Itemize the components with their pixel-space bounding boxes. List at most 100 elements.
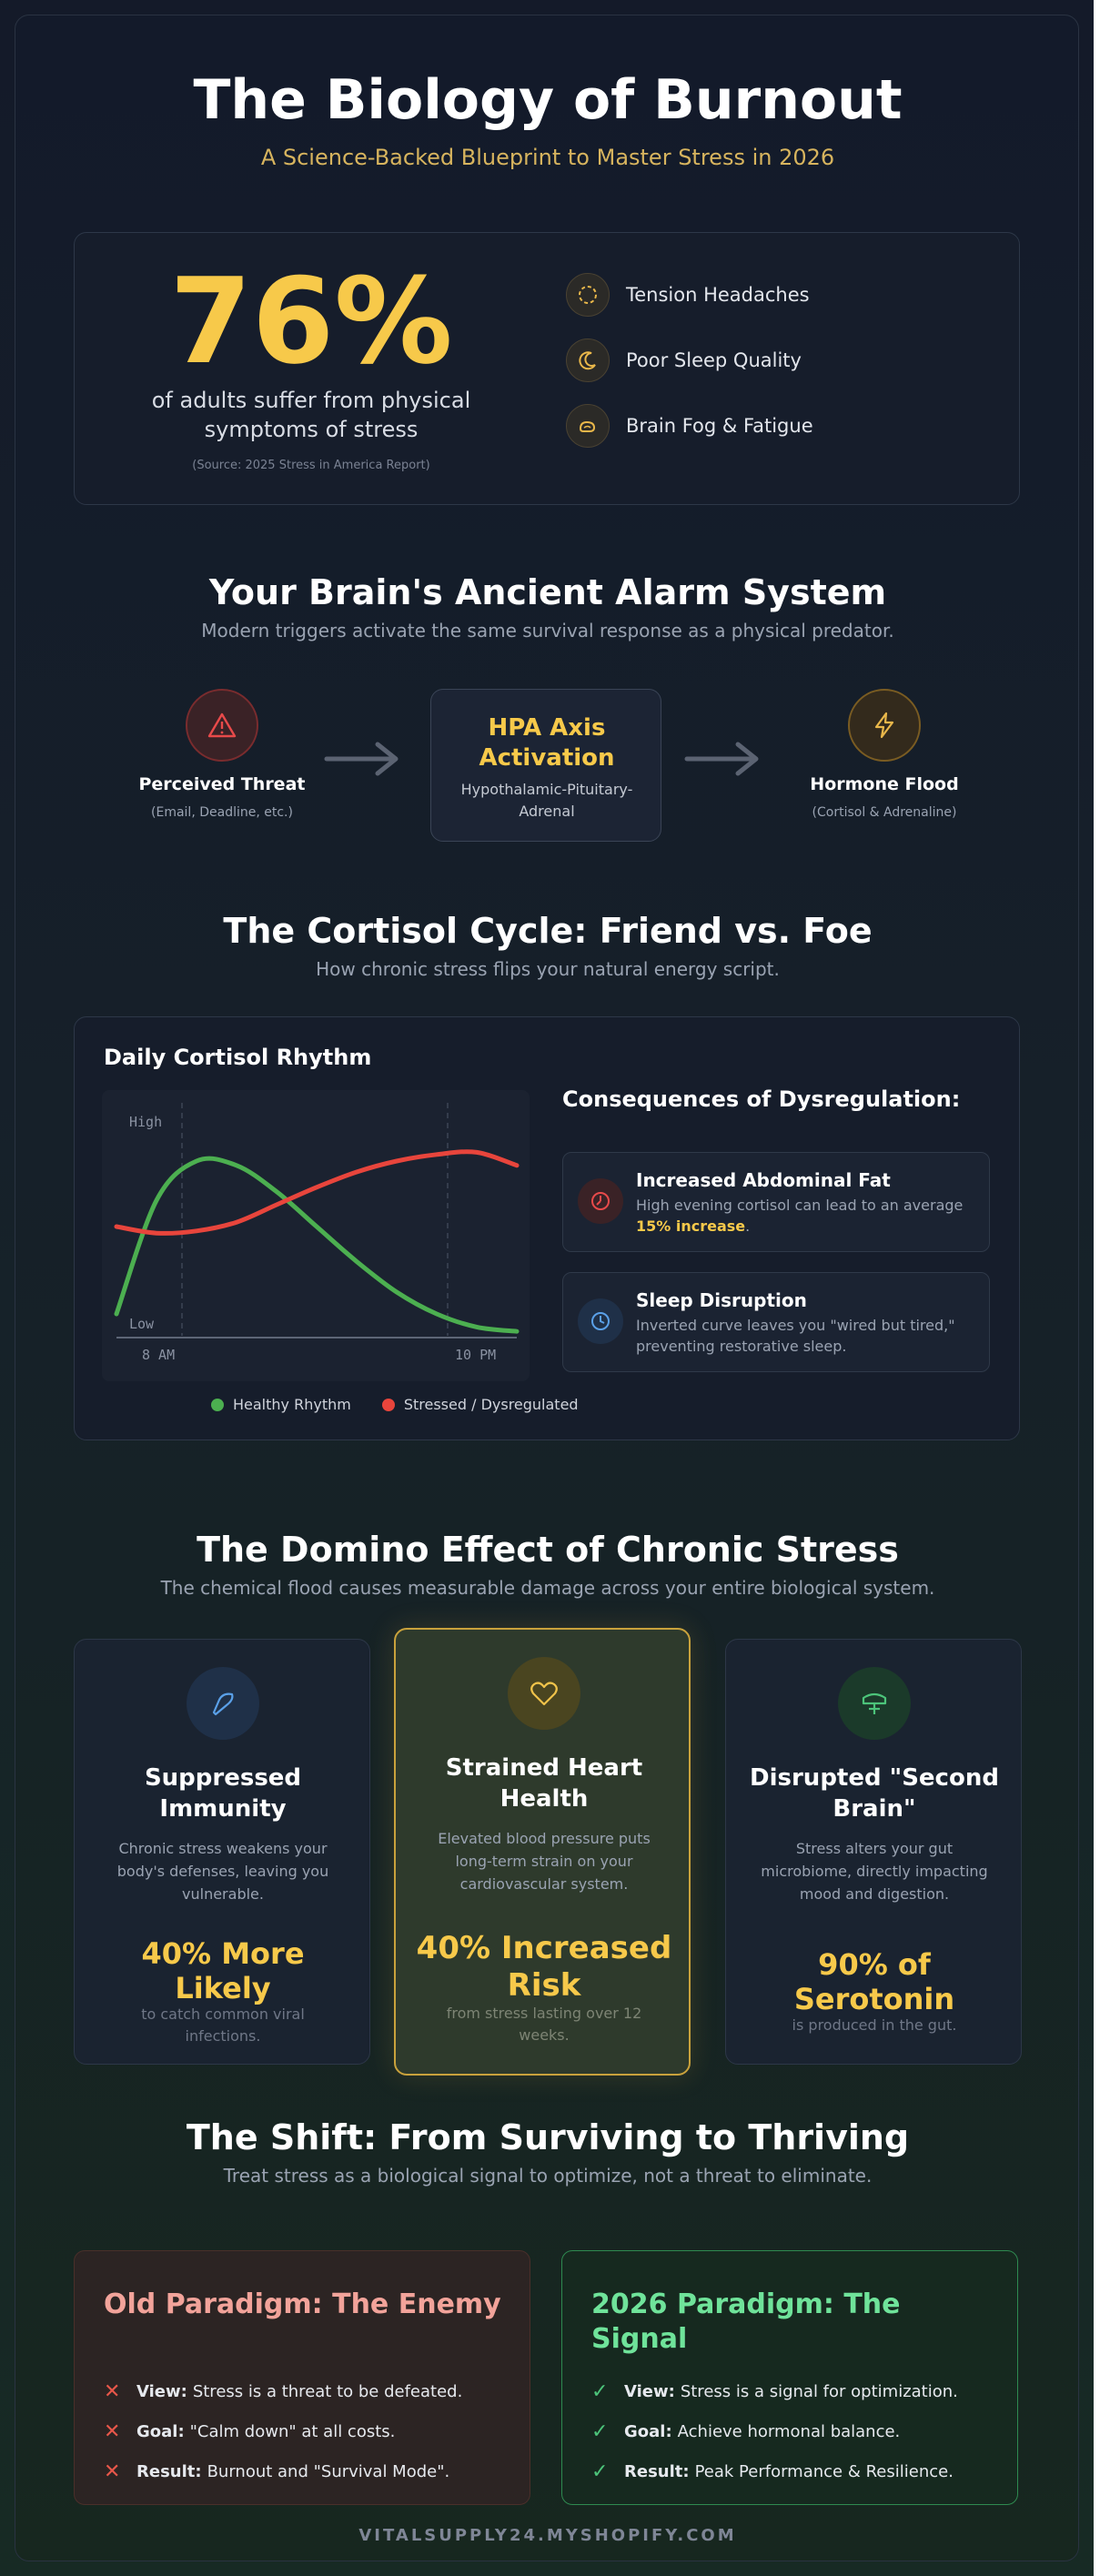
row-value: Stress is a signal for optimization. [680, 2382, 958, 2401]
old-paradigm-title: Old Paradigm: The Enemy [104, 2288, 501, 2320]
row-key: View: [624, 2382, 675, 2401]
chart-title: Daily Cortisol Rhythm [104, 1045, 372, 1070]
hpa-box: HPA Axis Activation Hypothalamic-Pituita… [430, 689, 661, 842]
x-tick-morning: 8 AM [142, 1347, 175, 1363]
lightning-icon [848, 689, 921, 762]
cortisol-title: The Cortisol Cycle: Friend vs. Foe [223, 911, 873, 951]
domino-card-stat-sub: to catch common viral infections. [141, 2005, 305, 2045]
symptom-item: Brain Fog & Fatigue [566, 404, 813, 448]
new-paradigm-row: ✓ View: Stress is a signal for optimizat… [591, 2380, 958, 2403]
symptom-label: Tension Headaches [626, 284, 810, 306]
threat-label: Perceived Threat [138, 774, 306, 794]
gut-icon [838, 1667, 911, 1740]
series-line-stressed [114, 1149, 520, 1236]
domino-card-title: Suppressed Immunity [144, 1764, 302, 1823]
heart-icon [508, 1657, 580, 1730]
consequence-card: Sleep Disruption Inverted curve leaves y… [562, 1272, 990, 1372]
x-tick-night: 10 PM [455, 1347, 496, 1363]
fat-icon [578, 1178, 623, 1224]
alarm-title: Your Brain's Ancient Alarm System [208, 572, 887, 612]
page-subtitle: A Science-Backed Blueprint to Master Str… [260, 145, 835, 170]
row-value: "Calm down" at all costs. [189, 2422, 396, 2441]
domino-card-stat: 90% of Serotonin [793, 1947, 955, 2017]
new-paradigm-row: ✓ Goal: Achieve hormonal balance. [591, 2420, 900, 2443]
page-edge [1094, 0, 1110, 2576]
consequence-highlight: 15% increase [636, 1217, 746, 1236]
cortisol-chart-svg: High Low 8 AM 10 PM [114, 1103, 520, 1363]
stat-description: of adults suffer from physical symptoms … [151, 388, 471, 443]
domino-card-text: Stress alters your gut microbiome, direc… [761, 1840, 988, 1903]
check-icon: ✓ [591, 2420, 609, 2443]
moon-icon [566, 338, 610, 382]
old-paradigm-row: ✕ Result: Burnout and "Survival Mode". [104, 2460, 449, 2483]
cortisol-subtitle: How chronic stress flips your natural en… [316, 958, 780, 980]
cross-icon: ✕ [104, 2380, 121, 2403]
symptom-item: Poor Sleep Quality [566, 338, 802, 382]
domino-card-stat-sub: from stress lasting over 12 weeks. [446, 2005, 642, 2044]
cross-icon: ✕ [104, 2420, 121, 2443]
infographic-page: The Biology of Burnout A Science-Backed … [15, 15, 1079, 2561]
domino-card-gut: Disrupted "Second Brain" Stress alters y… [725, 1639, 1022, 2065]
domino-card-heart: Strained Heart Health Elevated blood pre… [394, 1628, 691, 2076]
y-tick-high: High [129, 1114, 162, 1130]
threat-node: Perceived Threat (Email, Deadline, etc.) [99, 689, 345, 820]
series-line-healthy [114, 1156, 520, 1334]
consequences-title: Consequences of Dysregulation: [562, 1086, 961, 1112]
row-value: Peak Performance & Resilience. [694, 2462, 954, 2481]
legend-dot-healthy [211, 1398, 224, 1411]
domino-card-text: Chronic stress weakens your body's defen… [116, 1840, 329, 1903]
shift-subtitle: Treat stress as a biological signal to o… [223, 2165, 873, 2187]
flood-sub: (Cortisol & Adrenaline) [812, 805, 957, 820]
row-key: Result: [136, 2462, 202, 2481]
cross-icon: ✕ [104, 2460, 121, 2483]
legend-label: Stressed / Dysregulated [403, 1396, 579, 1413]
consequence-title: Sleep Disruption [636, 1289, 807, 1311]
consequence-text-main: High evening cortisol can lead to an ave… [636, 1197, 964, 1214]
fog-icon [566, 404, 610, 448]
flood-label: Hormone Flood [810, 774, 959, 794]
row-value: Burnout and "Survival Mode". [207, 2462, 450, 2481]
row-key: View: [136, 2382, 187, 2401]
warning-icon [186, 689, 258, 762]
domino-title: The Domino Effect of Chronic Stress [197, 1530, 899, 1570]
stat-value: 76% [169, 252, 453, 390]
domino-card-stat: 40% More Likely [141, 1936, 305, 2006]
domino-card-text: Elevated blood pressure puts long-term s… [438, 1830, 651, 1893]
page-title: The Biology of Burnout [193, 68, 903, 132]
check-icon: ✓ [591, 2380, 609, 2403]
symptom-item: Tension Headaches [566, 273, 810, 317]
row-key: Goal: [136, 2422, 185, 2441]
check-icon: ✓ [591, 2460, 609, 2483]
row-key: Goal: [624, 2422, 672, 2441]
cortisol-chart: High Low 8 AM 10 PM [102, 1090, 530, 1381]
symptom-label: Brain Fog & Fatigue [626, 415, 813, 437]
legend-healthy: Healthy Rhythm [211, 1396, 351, 1413]
legend-label: Healthy Rhythm [233, 1396, 351, 1413]
consequence-title: Increased Abdominal Fat [636, 1169, 891, 1191]
legend-stressed: Stressed / Dysregulated [381, 1396, 579, 1413]
alarm-subtitle: Modern triggers activate the same surviv… [201, 620, 894, 641]
cortisol-card: Daily Cortisol Rhythm High Low 8 AM 10 P… [74, 1016, 1020, 1440]
stat-source: (Source: 2025 Stress in America Report) [192, 459, 430, 472]
row-value: Stress is a threat to be defeated. [192, 2382, 463, 2401]
flood-node: Hormone Flood (Cortisol & Adrenaline) [762, 689, 1007, 820]
arrow-icon [683, 729, 762, 793]
shield-icon [187, 1667, 259, 1740]
domino-card-stat-sub: is produced in the gut. [792, 2016, 957, 2034]
legend-dot-stressed [381, 1398, 395, 1411]
threat-sub: (Email, Deadline, etc.) [151, 805, 293, 820]
y-tick-low: Low [129, 1316, 155, 1332]
row-key: Result: [624, 2462, 690, 2481]
hpa-sub: Hypothalamic-Pituitary-Adrenal [460, 781, 633, 820]
new-paradigm-title: 2026 Paradigm: The Signal [591, 2288, 901, 2355]
domino-card-immunity: Suppressed Immunity Chronic stress weake… [74, 1639, 370, 2065]
domino-card-stat: 40% Increased Risk [416, 1930, 672, 2004]
footer-url[interactable]: VITALSUPPLY24.MYSHOPIFY.COM [358, 2526, 737, 2545]
domino-subtitle: The chemical flood causes measurable dam… [160, 1577, 935, 1599]
new-paradigm-card: 2026 Paradigm: The Signal ✓ View: Stress… [561, 2250, 1018, 2505]
shift-title: The Shift: From Surviving to Thriving [186, 2117, 910, 2157]
arrow-icon [323, 729, 401, 793]
consequence-text: High evening cortisol can lead to an ave… [636, 1197, 964, 1236]
domino-card-title: Strained Heart Health [445, 1754, 643, 1813]
domino-card-title: Disrupted "Second Brain" [750, 1764, 999, 1823]
